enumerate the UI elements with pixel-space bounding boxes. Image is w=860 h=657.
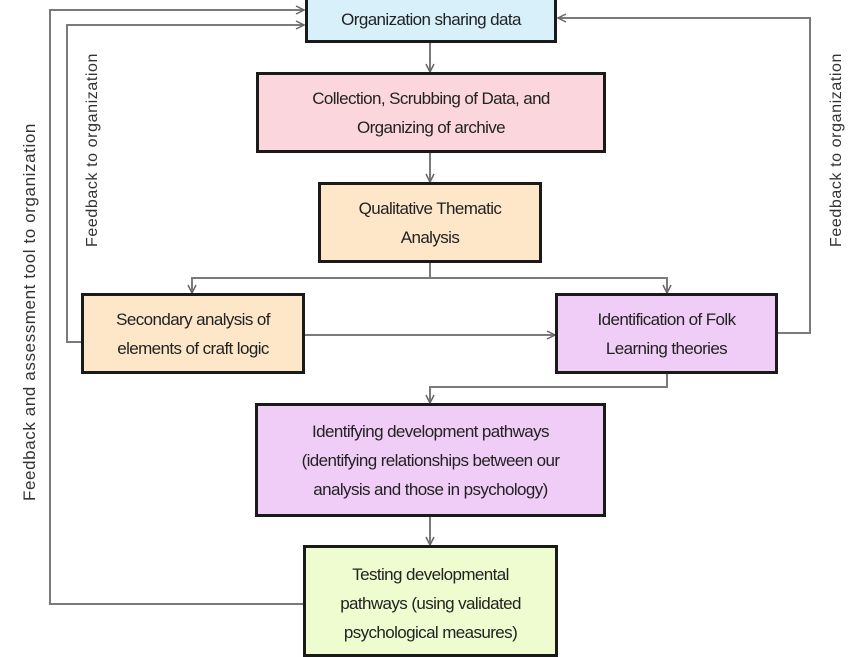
box-label: Collection, Scrubbing of Data, and Organ… [312,88,550,137]
feedback-right-line [558,18,811,334]
box-collection-scrubbing: Collection, Scrubbing of Data, and Organ… [256,72,606,153]
branch-thematic-right [430,277,667,293]
branch-thematic [192,262,431,293]
box-secondary-analysis: Secondary analysis of elements of craft … [81,293,305,374]
box-label: Testing developmental pathways (using va… [340,565,521,642]
box-label: Secondary analysis of elements of craft … [116,309,270,358]
box-organization-sharing-data: Organization sharing data [305,0,557,43]
label-feedback-right: Feedback to organization [828,52,845,248]
label-feedback-left: Feedback to organization [84,52,101,248]
box-label: Identification of Folk Learning theories [597,309,737,358]
box-folk-learning-theories: Identification of Folk Learning theories [555,293,778,374]
box-label: Identifying development pathways (identi… [301,421,560,499]
box-development-pathways: Identifying development pathways (identi… [255,403,606,517]
box-testing-pathways: Testing developmental pathways (using va… [303,545,558,657]
box-qualitative-thematic-analysis: Qualitative Thematic Analysis [318,182,542,263]
label-feedback-assessment: Feedback and assessment tool to organiza… [20,123,39,501]
feedback-assessment-line [49,10,304,605]
box-label: Qualitative Thematic Analysis [358,198,502,247]
feedback-left-line [66,25,304,343]
arrow-folk-to-pathways [430,373,668,403]
box-label: Organization sharing data [341,10,521,29]
